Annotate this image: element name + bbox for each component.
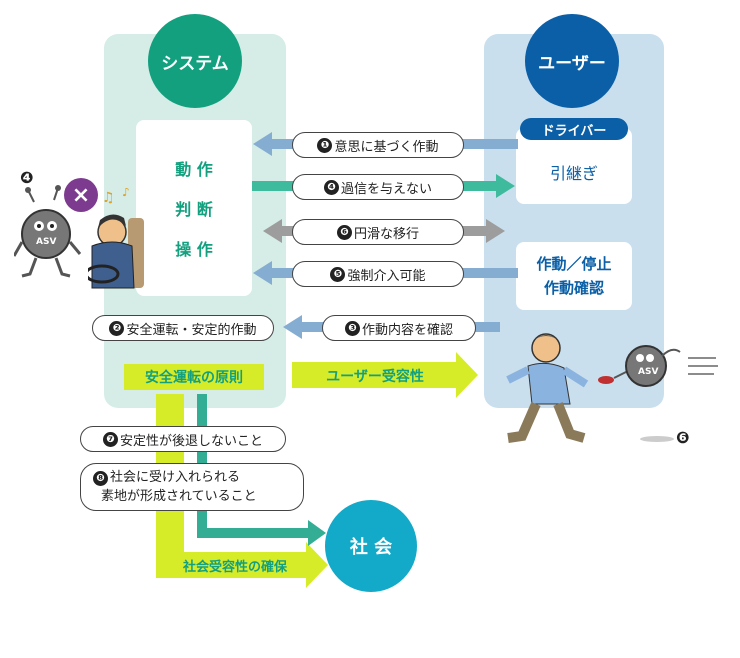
- flow-no-overtrust-text: 過信を与えない: [340, 181, 432, 197]
- marker-right: ❻: [676, 428, 690, 447]
- asv-badge-right: ASV: [638, 367, 659, 377]
- operate-box: [516, 242, 632, 310]
- operate-stop-text: 作動／停止 作動確認: [516, 252, 632, 300]
- note-not-regress-text: 安定性が後退しないこと: [119, 433, 263, 449]
- num-2: ❷: [109, 320, 125, 336]
- society-label: 社 会: [349, 537, 393, 558]
- flow-confirm-text: 作動内容を確認: [361, 322, 453, 338]
- system-actions: 動 作 判 断 操 作: [136, 150, 252, 270]
- action-operate: 操 作: [175, 240, 213, 259]
- note-social-basis-line1-text: 社会に受け入れられる: [110, 470, 241, 485]
- num-6: ❻: [336, 224, 352, 240]
- arrow-user-acceptance: [292, 352, 478, 398]
- operate-stop-line2: 作動確認: [543, 279, 604, 297]
- flow-force-intervene-text: 強制介入可能: [347, 268, 426, 284]
- num-7: ❼: [102, 431, 118, 447]
- num-8: ❽: [93, 471, 108, 486]
- marker-left: ❹: [20, 168, 34, 187]
- social-acceptance-label: 社会受容性の確保: [182, 559, 287, 575]
- system-circle: システム: [148, 14, 242, 108]
- arrow-society: [197, 520, 326, 546]
- x-mark-icon: ×: [64, 178, 98, 212]
- walking-user-illustration-icon: [506, 333, 589, 443]
- user-acceptance-label: ユーザー受容性: [326, 369, 424, 385]
- operate-stop-line1: 作動／停止: [536, 255, 612, 273]
- x-mark-text: ×: [71, 182, 91, 208]
- driver-badge: ドライバー: [520, 118, 628, 140]
- driver-illustration-icon: ♫ ♪: [88, 188, 144, 289]
- action-judge: 判 断: [175, 200, 213, 219]
- asv-mascot-left-icon: [14, 185, 82, 278]
- safe-principle-tag: 安全運転の原則: [124, 364, 264, 390]
- system-title: システム: [161, 53, 229, 74]
- flow-smooth-transition-text: 円滑な移行: [353, 226, 419, 242]
- num-4: ❹: [323, 179, 339, 195]
- system-action-box: [136, 120, 252, 296]
- user-circle: ユーザー: [525, 14, 619, 108]
- num-5: ❺: [330, 266, 346, 282]
- user-title: ユーザー: [538, 53, 606, 74]
- note-social-basis-line2: 素地が形成されていること: [101, 489, 257, 504]
- driver-badge-label: ドライバー: [541, 123, 607, 139]
- svg-text:♫: ♫: [102, 190, 115, 206]
- num-3: ❸: [344, 320, 360, 336]
- svg-text:♪: ♪: [122, 188, 130, 199]
- handover-text: 引継ぎ: [549, 164, 598, 183]
- asv-mascot-right-icon: [598, 345, 718, 387]
- action-move: 動 作: [175, 160, 213, 179]
- safe-principle-text: 安全運転の原則: [145, 370, 243, 386]
- arrow-social-acceptance: [156, 542, 328, 588]
- shadow: [640, 436, 674, 442]
- flow-intent-text: 意思に基づく作動: [334, 139, 439, 155]
- society-circle: 社 会: [325, 500, 417, 592]
- num-1: ❶: [317, 137, 333, 153]
- handover-box: [516, 128, 632, 204]
- note-safe-action-text: 安全運転・安定的作動: [126, 322, 257, 338]
- asv-badge-left: ASV: [36, 237, 57, 247]
